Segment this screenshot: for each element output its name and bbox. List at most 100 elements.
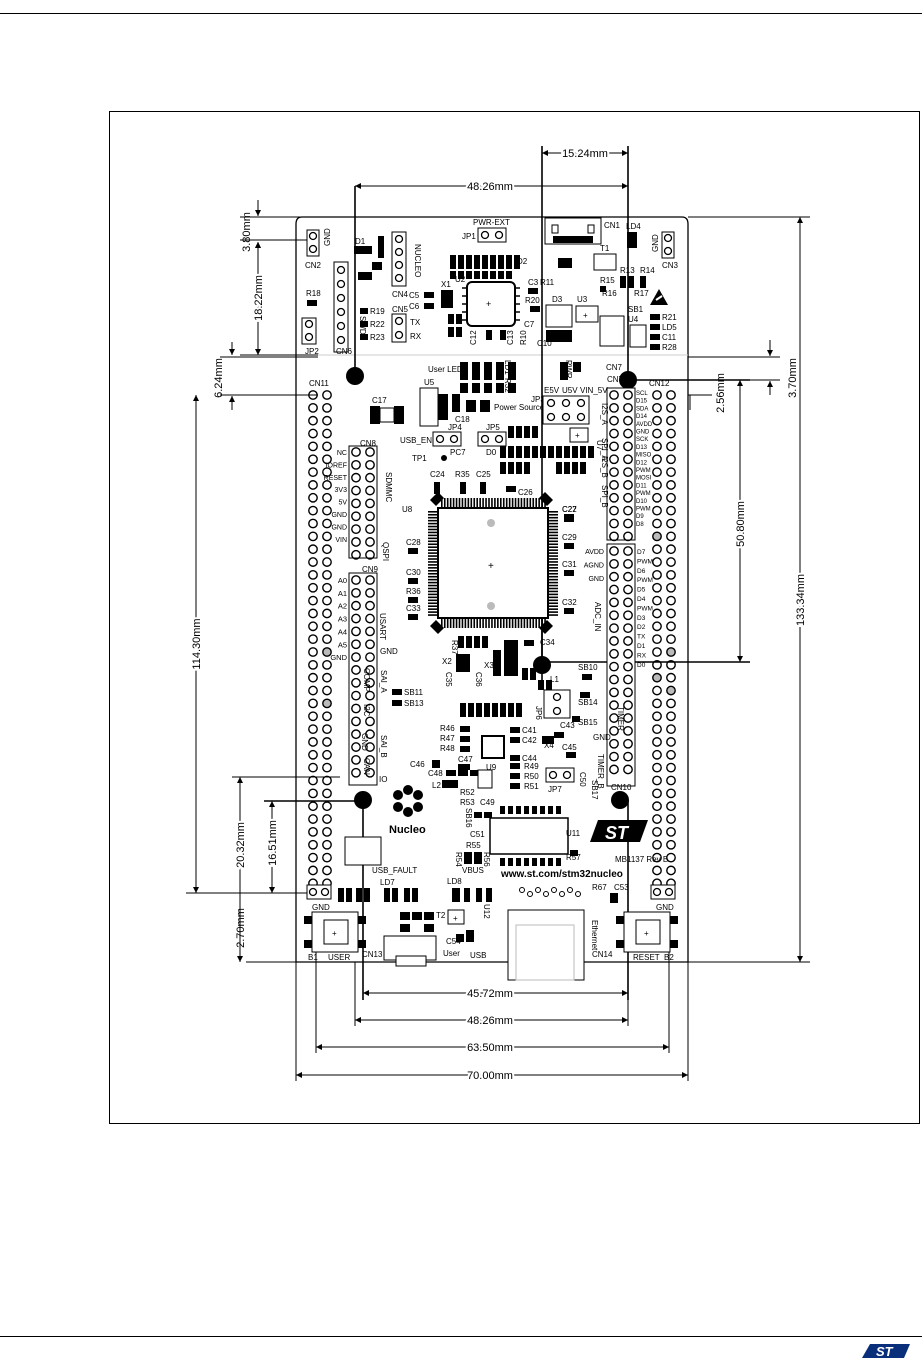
cn11-pin [308,402,318,413]
io-label: IO [379,775,387,784]
cn10-pin [623,738,633,749]
usb-fault-label: USB_FAULT [372,866,417,875]
u11-chip [489,817,569,855]
cn10-pin-label: D2 [637,624,646,631]
sb11-label: SB11 [404,688,424,697]
top-rule [0,13,922,14]
cn8-pin-label: NC [337,450,347,457]
dimension-lines [186,146,810,1081]
cn11-pin [322,608,332,619]
cn12-pin [652,698,662,709]
cn12-pin [652,402,662,413]
cn11-pin [308,634,318,645]
sai-b-label: SAI_B [379,735,388,758]
cn11-pin [322,582,332,593]
can-label: CAN [362,758,371,775]
cn12-pin [666,724,676,734]
cn9-pin [351,742,361,752]
sdmmc-label: SDMMC [384,472,393,502]
cn11-pin [322,492,332,503]
i2s-a-label: I2S_A [600,403,609,425]
cn10-pin [623,751,633,762]
cn11-pin [322,531,332,542]
cn9-pin-label: A1 [338,589,347,598]
dim-top-15-24: 15.24mm [562,148,608,160]
c22-label: C22 [562,505,577,514]
cn11-pin [322,711,332,722]
cn12-pin [666,801,676,812]
cn12-pin [652,788,662,799]
cn7-pin [623,390,633,400]
cn12-pin [666,749,676,760]
cn11-label: CN11 [309,379,329,388]
cn12-pin [666,428,676,439]
cn10-pin [623,597,633,608]
cn8-pin [351,498,361,509]
cn7-pin [609,480,619,490]
cn12-pin [666,582,676,593]
dim-bottom-70-00: 70.00mm [467,1070,513,1082]
c34-label: C34 [540,638,555,647]
r17-label: R17 [634,289,649,298]
timer-label: TIMER [616,706,625,731]
cn9-pin [351,703,361,714]
cn7-pin [623,441,633,452]
cn12-pin [652,685,662,696]
cn7-pin-label: PWM [636,468,651,474]
jp1-header [477,227,507,243]
r51-label: R51 [524,782,539,791]
cn12-pin [666,454,676,465]
cn11-pin [322,634,332,645]
c28-label: C28 [406,538,421,547]
cn10-pin-label: D3 [637,615,646,622]
cn12-pin [652,518,662,529]
u8-pins [428,498,558,628]
cn11-pin [308,672,318,683]
e5v-label: E5V [544,386,560,395]
cn11-pin [308,659,318,670]
cn12-pin [666,839,676,850]
c12-label: C12 [469,330,478,345]
cn12-pin [666,480,676,490]
cn8-label: CN8 [360,439,377,448]
u11-pins-top [500,806,561,814]
cn12-pin [652,531,662,542]
cn11-pin [308,454,318,465]
r56-label: R56 [482,852,491,867]
cn10-pin [609,558,619,569]
jp6-label: JP6 [534,706,543,720]
cn14-ethernet-connector [507,887,585,981]
r46-label: R46 [440,724,455,733]
cn11-pin [308,595,318,606]
cn9-pin [365,626,375,637]
cn12-pin [666,698,676,709]
sb15-label: SB15 [578,718,598,727]
gnd-cn9b-label: GND [360,733,369,751]
cn7-pin [609,492,619,503]
board-revision-label: MB1137 Rev B [615,855,668,864]
svg-text:+: + [486,299,491,309]
pwr-label: PWR [564,360,573,379]
cn8-pin [351,485,361,496]
cn2-label: CN2 [305,261,322,270]
cn8-pin [351,524,361,534]
r23-label: R23 [370,333,385,342]
pc7-label: PC7 [450,448,466,457]
cn12-pin [652,595,662,606]
cn11-pin [322,801,332,812]
cn9-pin-label: A0 [338,576,347,585]
c47-label: C47 [458,755,473,764]
cn11-pin [322,557,332,567]
cn11-pin [322,737,332,747]
cn10-left-pin-label: AVDD [585,549,604,556]
cn11-pin [322,480,332,490]
cn9-pin [351,626,361,637]
cn7-pin [623,454,633,465]
c29-label: C29 [562,533,577,542]
dim-left-2-70: 2.70mm [235,908,247,948]
cn11-pin [308,801,318,812]
main-components: User LEDs LD1 R32 U5 C18 Power Source C1… [304,360,678,981]
cn14-label: CN14 [592,950,613,959]
u5-chip [419,387,439,427]
d2-label: D2 [517,257,528,266]
